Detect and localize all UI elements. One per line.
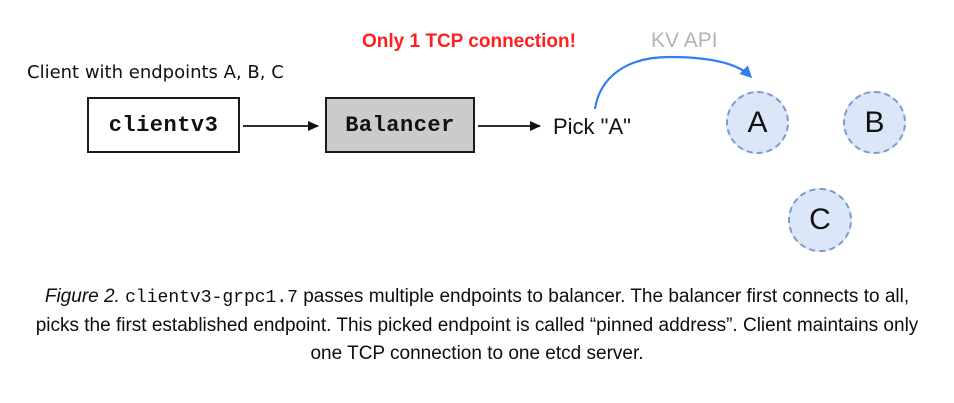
kv-api-label: KV API <box>651 29 718 52</box>
endpoint-node-a-label: A <box>747 105 768 139</box>
endpoint-node-a: A <box>726 91 789 154</box>
kv-api-curved-arrow <box>593 55 753 110</box>
client-endpoints-label: Client with endpoints A, B, C <box>27 62 284 83</box>
endpoint-node-c-label: C <box>809 203 831 236</box>
figure-caption: Figure 2. clientv3-grpc1.7 passes multip… <box>27 283 927 368</box>
figure-caption-text: passes multiple endpoints to balancer. T… <box>35 286 919 364</box>
pick-a-label: Pick "A" <box>553 114 631 139</box>
tcp-connection-annotation: Only 1 TCP connection! <box>362 31 576 52</box>
figure-caption-code: clientv3-grpc1.7 <box>125 288 298 308</box>
figure-diagram: Only 1 TCP connection! KV API Client wit… <box>27 29 906 252</box>
clientv3-node: clientv3 <box>87 97 240 153</box>
figure-caption-number: Figure 2. <box>44 286 120 307</box>
balancer-node: Balancer <box>325 97 475 153</box>
balancer-node-label: Balancer <box>345 112 455 138</box>
endpoint-node-c: C <box>788 188 852 252</box>
endpoint-node-b-label: B <box>864 105 885 139</box>
endpoint-node-b: B <box>843 91 906 154</box>
clientv3-node-label: clientv3 <box>108 112 219 138</box>
